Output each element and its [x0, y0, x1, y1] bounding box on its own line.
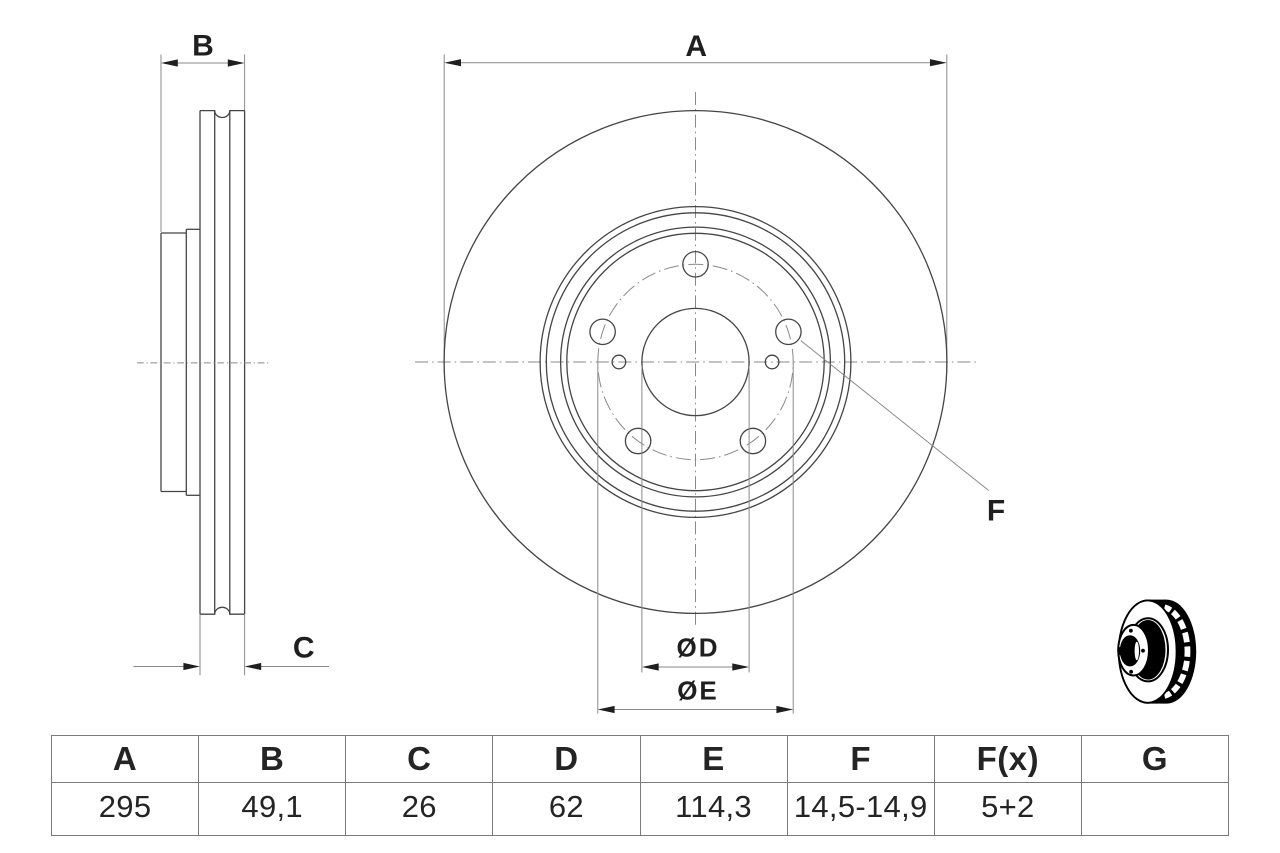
- svg-text:ØD: ØD: [677, 633, 720, 663]
- svg-text:A: A: [685, 30, 707, 63]
- svg-text:ØE: ØE: [677, 676, 719, 706]
- svg-text:B: B: [192, 30, 214, 63]
- svg-text:F: F: [987, 495, 1005, 528]
- svg-text:C: C: [293, 632, 315, 665]
